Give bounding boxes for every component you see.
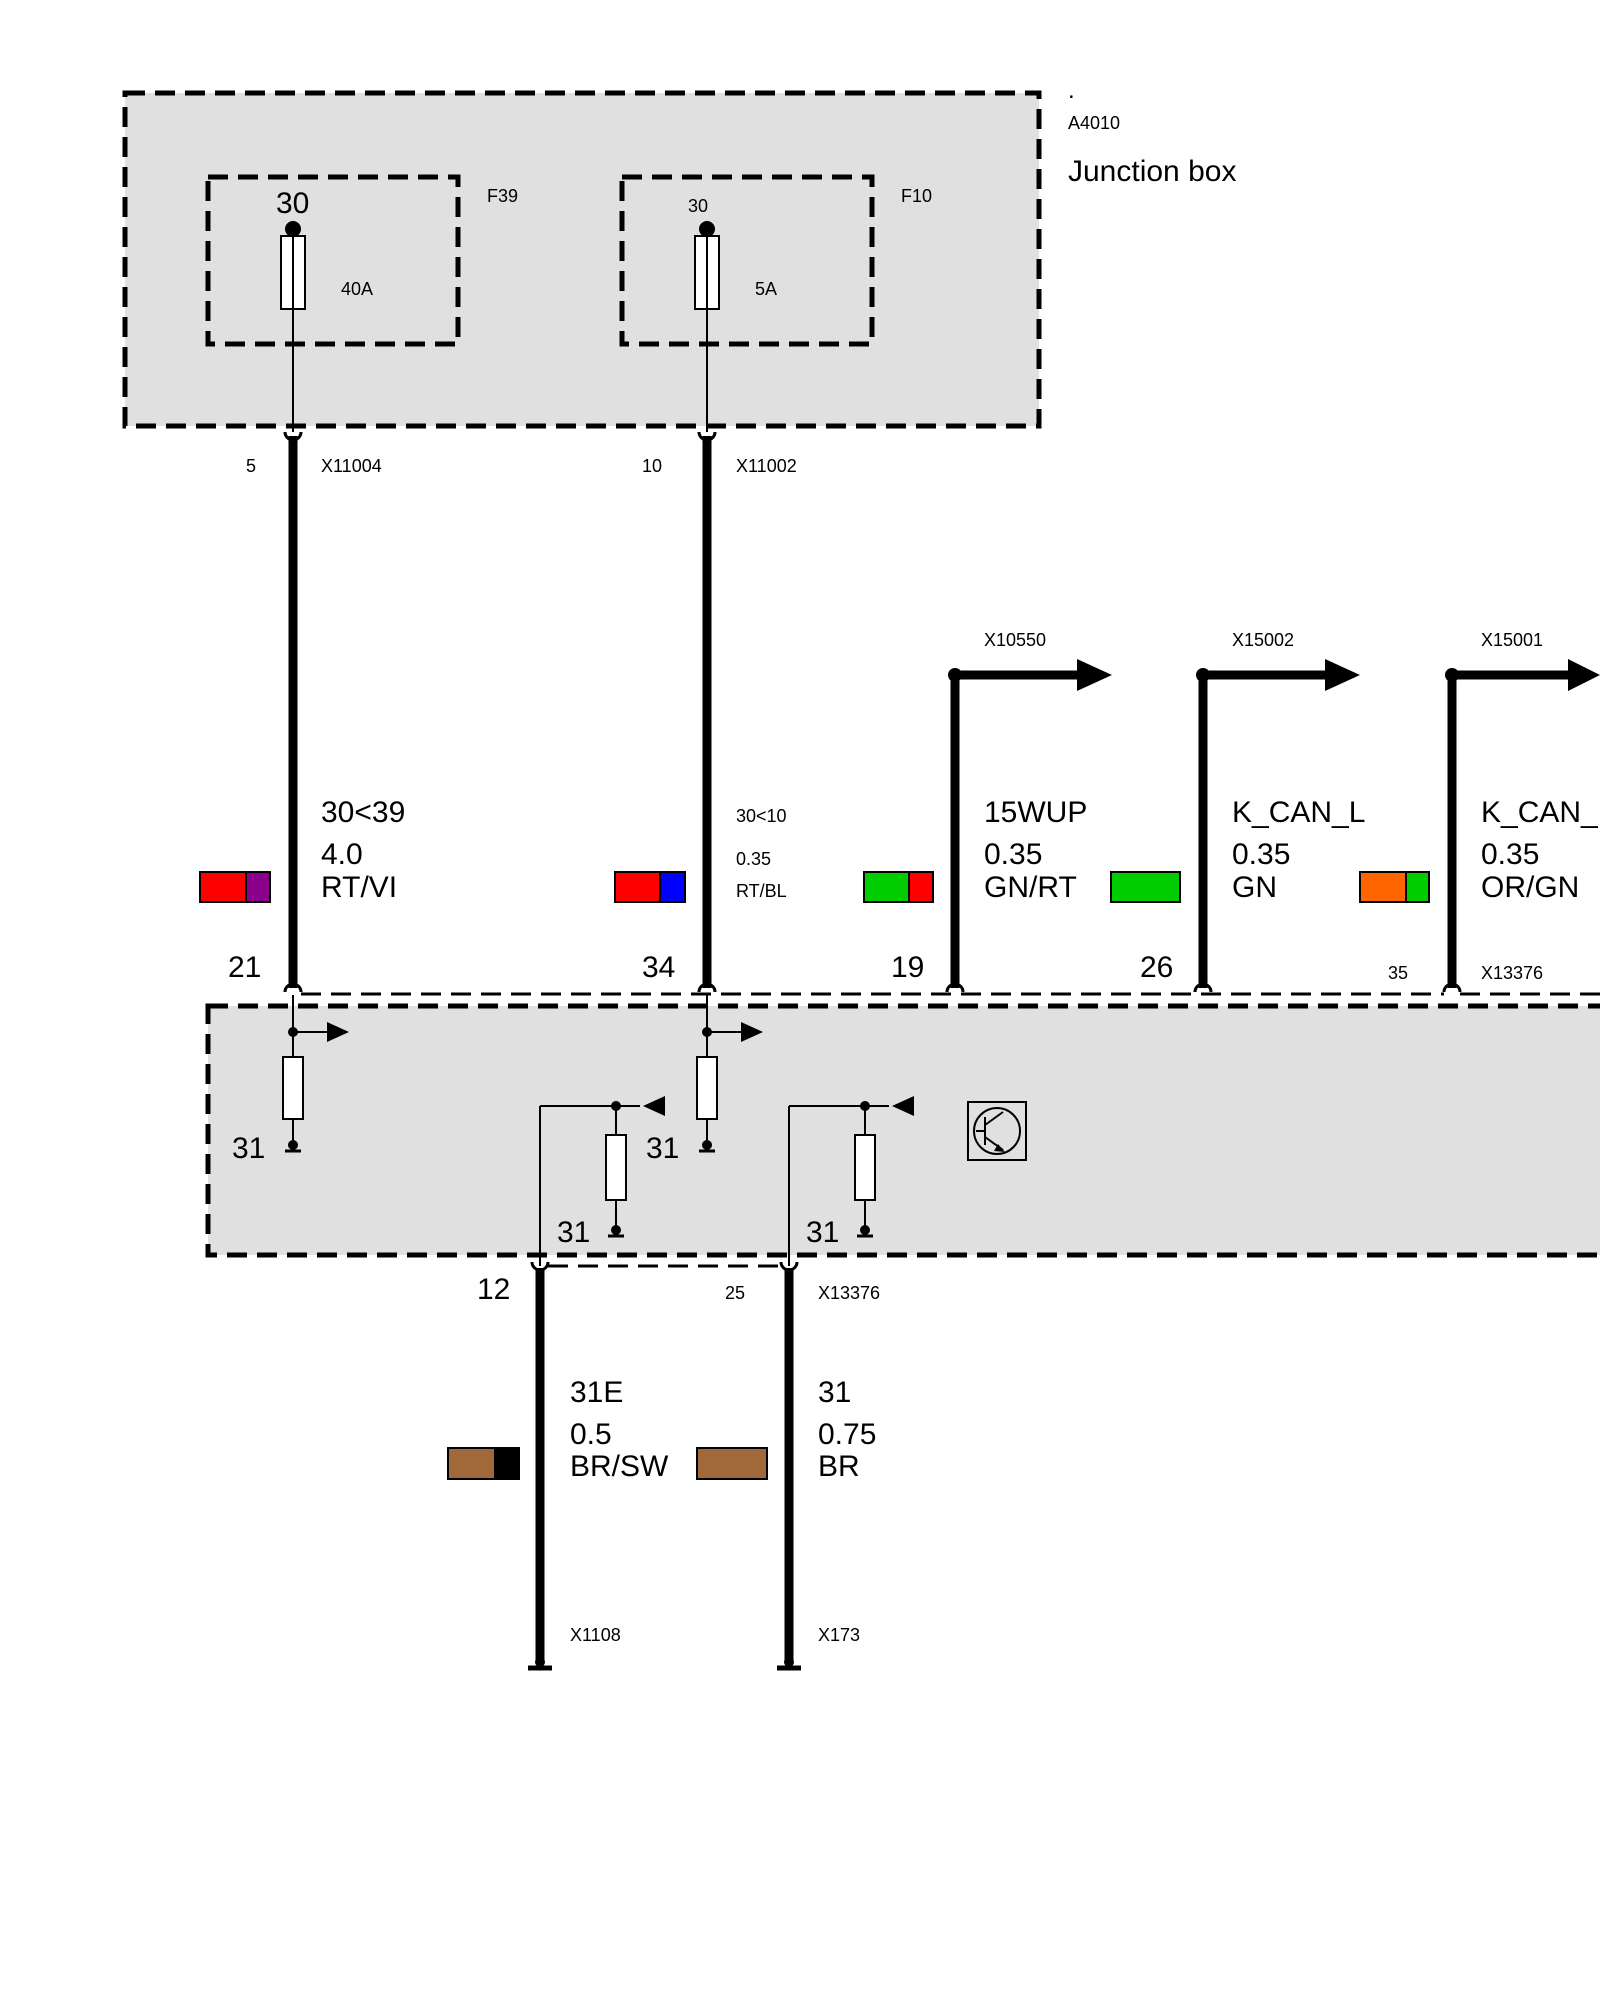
- fuse-f10-rating: 5A: [755, 279, 777, 299]
- wire-31-size: 0.75: [818, 1418, 876, 1451]
- transistor-icon: [967, 1101, 1027, 1161]
- wire-31-color-code: BR: [818, 1450, 860, 1483]
- wire-k-can-h-size: 0.35: [1481, 838, 1539, 871]
- wire-30-39-color-swatch-a: [199, 871, 247, 903]
- fuse-f10-terminal: 30: [688, 196, 708, 216]
- fuse-f10-pin: 10: [642, 456, 662, 476]
- wire-15wup-arrow: [1077, 659, 1112, 691]
- wire-k-can-l: X15002 K_CAN_L 0.35 GN 26: [1110, 630, 1365, 993]
- wire-30-10-color-code: RT/BL: [736, 881, 787, 901]
- junction-box-dot: .: [1068, 77, 1075, 104]
- wire-30-39-color-code: RT/VI: [321, 871, 397, 904]
- wire-k-can-l-color-swatch: [1110, 871, 1181, 903]
- fuse-f39-name: F39: [487, 186, 518, 206]
- module-circuit-21: 31: [232, 995, 349, 1165]
- wire-k-can-h-pin: 35: [1388, 963, 1408, 983]
- wire-30-39-size: 4.0: [321, 838, 363, 871]
- wire-k-can-h-connector: X15001: [1481, 630, 1543, 650]
- wire-k-can-l-pin: 26: [1140, 951, 1173, 984]
- ground-label-25: 31: [806, 1216, 839, 1249]
- ground-label-12: 31: [557, 1216, 590, 1249]
- module-connector-top: X13376: [1481, 963, 1543, 983]
- wire-k-can-h-signal: K_CAN_: [1481, 796, 1599, 829]
- wire-k-can-l-color-code: GN: [1232, 871, 1277, 904]
- wire-30-39-pin: 21: [228, 951, 261, 984]
- wire-31-pin: 25: [725, 1283, 745, 1303]
- module-connector-bottom: X13376: [818, 1283, 880, 1303]
- fuse-f39-rating: 40A: [341, 279, 373, 299]
- wire-k-can-h-color-swatch-b: [1405, 871, 1430, 903]
- wire-k-can-h-color-swatch-a: [1359, 871, 1407, 903]
- wire-15wup: X10550 15WUP 0.35 GN/RT 19: [863, 630, 1112, 993]
- wire-30-39: 30<39 4.0 RT/VI 21: [199, 431, 405, 993]
- wire-31e-color-code: BR/SW: [570, 1450, 669, 1483]
- junction-box: . A4010 Junction box 30 F39 40A 5 X11004…: [122, 77, 1236, 476]
- wire-k-can-h-arrow: [1568, 659, 1600, 691]
- wire-30-10-color-swatch-a: [614, 871, 661, 903]
- fuse-f39-connector: X11004: [321, 456, 382, 476]
- wire-31-end-connector: X173: [818, 1625, 860, 1645]
- wire-31-signal: 31: [818, 1376, 851, 1409]
- wire-31e-size: 0.5: [570, 1418, 612, 1451]
- wire-15wup-color-swatch-b: [908, 871, 934, 903]
- wire-k-can-h-color-code: OR/GN: [1481, 871, 1579, 904]
- fuse-f39-terminal: 30: [276, 187, 309, 220]
- wire-31e-signal: 31E: [570, 1376, 623, 1409]
- wire-31e-pin: 12: [477, 1273, 510, 1306]
- fuse-f39-pin: 5: [246, 456, 256, 476]
- wire-30-39-signal: 30<39: [321, 796, 405, 829]
- wire-31-color-swatch: [696, 1447, 768, 1480]
- wire-k-can-h: X15001 K_CAN_ 0.35 OR/GN 35: [1359, 630, 1600, 993]
- module-circuit-34: 31: [646, 995, 763, 1165]
- wire-30-10-signal: 30<10: [736, 806, 787, 826]
- ground-label-34: 31: [646, 1132, 679, 1165]
- wire-15wup-size: 0.35: [984, 838, 1042, 871]
- wire-k-can-l-size: 0.35: [1232, 838, 1290, 871]
- wire-30-10: 30<10 0.35 RT/BL 34: [614, 431, 787, 993]
- wire-31e-color-swatch-a: [447, 1447, 496, 1480]
- module-circuit-25: 31: [788, 1096, 914, 1266]
- wire-30-39-color-swatch-b: [245, 871, 271, 903]
- wire-30-10-color-swatch-b: [659, 871, 686, 903]
- wire-15wup-color-code: GN/RT: [984, 871, 1077, 904]
- wire-15wup-signal: 15WUP: [984, 796, 1087, 829]
- wire-15wup-connector: X10550: [984, 630, 1046, 650]
- wire-15wup-pin: 19: [891, 951, 924, 984]
- wire-k-can-l-connector: X15002: [1232, 630, 1294, 650]
- wire-30-10-pin: 34: [642, 951, 675, 984]
- wire-31e-end-connector: X1108: [570, 1625, 621, 1645]
- module-circuit-12: 31: [539, 1096, 665, 1266]
- ground-label-21: 31: [232, 1132, 265, 1165]
- wire-30-10-size: 0.35: [736, 849, 771, 869]
- fuse-f10-name: F10: [901, 186, 932, 206]
- wire-31e: 12 31E 0.5 BR/SW X1108: [447, 1261, 669, 1671]
- wire-31e-color-swatch-b: [494, 1447, 520, 1480]
- junction-box-title: Junction box: [1068, 155, 1236, 188]
- fuse-f10-connector: X11002: [736, 456, 797, 476]
- fuse-f10: 30 F10 5A 10 X11002: [619, 174, 932, 476]
- wire-15wup-color-swatch-a: [863, 871, 910, 903]
- fuse-f39: 30 F39 40A 5 X11004: [205, 174, 518, 476]
- control-module: 31 31 31: [205, 992, 1600, 1268]
- wire-k-can-l-arrow: [1325, 659, 1360, 691]
- wire-k-can-l-signal: K_CAN_L: [1232, 796, 1365, 829]
- junction-box-id: A4010: [1068, 113, 1120, 133]
- wire-31: 25 X13376 31 0.75 BR X173: [696, 1261, 880, 1671]
